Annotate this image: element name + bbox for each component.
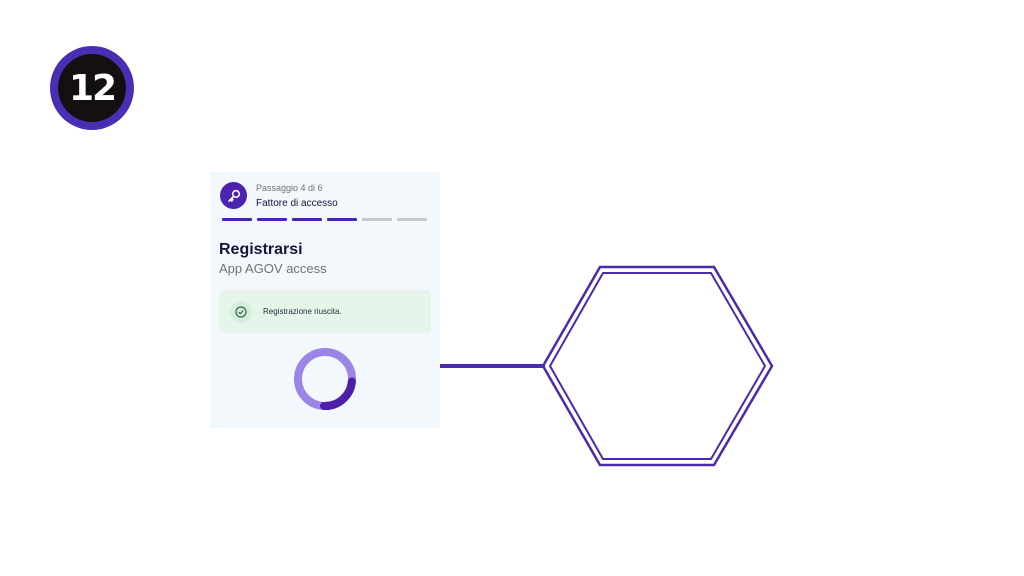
success-alert: Registrazione riuscita. [219, 290, 431, 333]
progress-segment [327, 218, 357, 221]
progress-segment [257, 218, 287, 221]
check-circle-icon [230, 300, 252, 323]
connector-line [440, 364, 545, 368]
progress-segment [397, 218, 427, 221]
registration-card: Passaggio 4 di 6 Fattore di accesso Regi… [210, 172, 440, 428]
success-message: Registrazione riuscita. [263, 307, 342, 316]
page-title: Registrarsi [219, 241, 303, 258]
progress-segment [222, 218, 252, 221]
step-number-badge: 12 [50, 46, 134, 130]
progress-segment [292, 218, 322, 221]
key-icon [220, 182, 247, 209]
step-number: 12 [58, 54, 126, 122]
step-counter: Passaggio 4 di 6 [256, 183, 323, 193]
step-title: Fattore di accesso [256, 198, 338, 209]
step-progress-bar [222, 218, 427, 221]
loading-spinner-icon [293, 347, 357, 416]
page-subtitle: App AGOV access [219, 261, 327, 276]
progress-segment [362, 218, 392, 221]
hexagon-outline [540, 264, 780, 475]
